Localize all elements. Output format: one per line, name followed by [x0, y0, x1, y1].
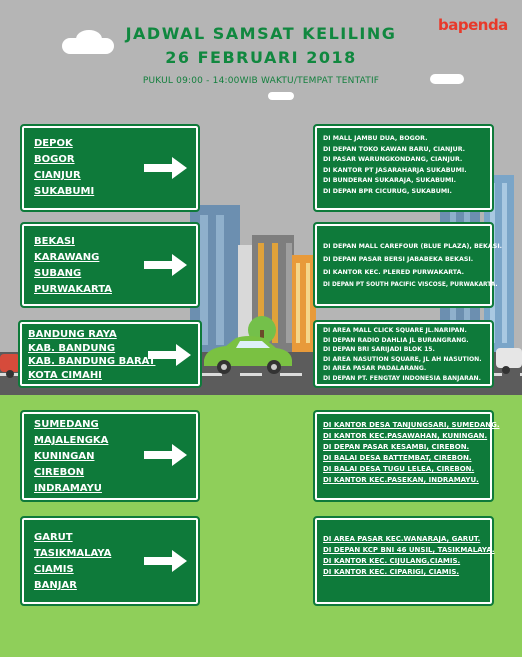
location-item: DI DEPAN BRI SARIJADI BLOK 15. [323, 346, 435, 354]
arrow-right-icon [144, 444, 187, 466]
city-name: SUKABUMI [34, 186, 95, 197]
city-name: BEKASI [34, 236, 75, 247]
arrow-right-icon [144, 157, 187, 179]
location-sign-5: DI AREA PASAR KEC.WANARAJA, GARUT. DI DE… [313, 516, 495, 606]
location-item: DI KANTOR KEC. CIPARIGI, CIAMIS. [323, 568, 460, 576]
city-name: CIAMIS [34, 564, 74, 575]
page-subtitle: PUKUL 09:00 - 14:00WIB WAKTU/TEMPAT TENT… [142, 76, 380, 86]
location-item: DI KANTOR PT JASARAHARJA SUKABUMI. [323, 166, 467, 174]
location-item: DI DEPAN PASAR BERSI JABABEKA BEKASI. [323, 256, 474, 263]
region-sign-4: SUMEDANG MAJALENGKA KUNINGAN CIREBON IND… [20, 410, 200, 502]
location-item: DI BUNDERAN SUKARAJA, SUKABUMI. [323, 177, 457, 184]
page-date: 26 FEBRUARI 2018 [165, 48, 357, 67]
location-item: DI DEPAN KCP BNI 46 UNSIL, TASIKMALAYA. [323, 546, 495, 554]
location-item: DI DEPAN BPR CICURUG, SUKABUMI. [323, 187, 452, 195]
location-list: DI AREA PASAR KEC.WANARAJA, GARUT. DI DE… [323, 534, 495, 578]
city-name: KAB. BANDUNG BARAT [28, 356, 156, 367]
region-sign-2: BEKASI KARAWANG SUBANG PURWAKARTA [20, 222, 200, 308]
cloud [268, 92, 294, 100]
city-name: BANJAR [34, 580, 77, 591]
car-icon [0, 354, 20, 378]
city-name: PURWAKARTA [34, 284, 112, 295]
city-name: SUBANG [34, 268, 82, 279]
city-list: BEKASI KARAWANG SUBANG PURWAKARTA [34, 234, 112, 298]
location-list: DI KANTOR DESA TANJUNGSARI, SUMEDANG. DI… [323, 420, 500, 486]
arrow-right-icon [148, 344, 191, 366]
city-name: KUNINGAN [34, 451, 95, 462]
city-name: KAB. BANDUNG [28, 342, 116, 354]
location-item: DI KANTOR KEC.PASEKAN, INDRAMAYU. [323, 476, 479, 484]
road-marking [0, 373, 522, 376]
location-item: DI AREA PASAR PADALARANG. [323, 365, 427, 373]
location-list: DI AREA MALL CLICK SQUARE JL.NARIPAN. DI… [323, 326, 482, 384]
location-item: DI BALAI DESA BATTEMBAT, CIREBON. [323, 454, 472, 462]
location-sign-2: DI DEPAN MALL CAREFOUR (BLUE PLAZA), BEK… [313, 222, 502, 308]
location-item: DI DEPAN PT SOUTH PACIFIC VISCOSE, PURWA… [323, 282, 498, 288]
city-name: KOTA CIMAHI [28, 369, 102, 381]
arrow-right-icon [144, 550, 187, 572]
location-item: DI DEPAN PT. FENGTAY INDONESIA BANJARAN. [323, 374, 481, 382]
location-item: DI AREA PASAR KEC.WANARAJA, GARUT. [323, 535, 481, 543]
city-name: BOGOR [34, 154, 75, 165]
cloud [76, 30, 102, 48]
location-item: DI DEPAN PASAR KESAMBI, CIREBON. [323, 443, 470, 451]
city-list: GARUT TASIKMALAYA CIAMIS BANJAR [34, 530, 111, 594]
cloud [430, 74, 464, 84]
location-sign-4: DI KANTOR DESA TANJUNGSARI, SUMEDANG. DI… [313, 410, 500, 502]
location-item: DI PASAR WARUNGKONDANG, CIANJUR. [323, 156, 463, 163]
location-item: DI AREA NASUTION SQUARE, JL AH NASUTION. [323, 355, 482, 363]
city-name: SUMEDANG [34, 419, 99, 430]
location-list: DI MALL JAMBU DUA, BOGOR. DI DEPAN TOKO … [323, 134, 467, 197]
city-list: DEPOK BOGOR CIANJUR SUKABUMI [34, 136, 94, 200]
location-item: DI KANTOR KEC. PLERED PURWAKARTA. [323, 269, 464, 276]
city-name: TASIKMALAYA [34, 548, 112, 559]
location-sign-1: DI MALL JAMBU DUA, BOGOR. DI DEPAN TOKO … [313, 124, 494, 212]
location-list: DI DEPAN MALL CAREFOUR (BLUE PLAZA), BEK… [323, 240, 502, 292]
location-item: DI DEPAN MALL CAREFOUR (BLUE PLAZA), BEK… [323, 243, 503, 250]
location-item: DI DEPAN RADIO DAHLIA JL BURANGRANG. [323, 336, 469, 344]
bapenda-logo: bapenda [438, 16, 508, 34]
region-sign-5: GARUT TASIKMALAYA CIAMIS BANJAR [20, 516, 200, 606]
region-sign-1: DEPOK BOGOR CIANJUR SUKABUMI [20, 124, 200, 212]
city-name: BANDUNG RAYA [28, 329, 117, 340]
city-name: KARAWANG [34, 252, 100, 263]
arrow-right-icon [144, 254, 187, 276]
city-name: MAJALENGKA [34, 435, 109, 446]
city-list: BANDUNG RAYA KAB. BANDUNG KAB. BANDUNG B… [28, 328, 155, 382]
location-item: DI DEPAN TOKO KAWAN BARU, CIANJUR. [323, 145, 466, 153]
city-list: SUMEDANG MAJALENGKA KUNINGAN CIREBON IND… [34, 417, 108, 497]
location-item: DI KANTOR KEC. CIJULANG,CIAMIS. [323, 557, 461, 565]
city-name: CIANJUR [34, 170, 81, 181]
city-name: CIREBON [34, 467, 85, 478]
location-item: DI KANTOR KEC.PASAWAHAN, KUNINGAN. [323, 432, 488, 440]
location-item: DI AREA MALL CLICK SQUARE JL.NARIPAN. [323, 327, 467, 334]
city-name: INDRAMAYU [34, 483, 102, 494]
city-name: GARUT [34, 532, 73, 543]
location-item: DI MALL JAMBU DUA, BOGOR. [323, 135, 428, 142]
location-item: DI BALAI DESA TUGU LELEA, CIREBON. [323, 465, 475, 473]
car-icon [204, 336, 292, 374]
region-sign-3: BANDUNG RAYA KAB. BANDUNG KAB. BANDUNG B… [18, 320, 202, 388]
city-name: DEPOK [34, 138, 73, 149]
car-icon [496, 348, 522, 374]
location-item: DI KANTOR DESA TANJUNGSARI, SUMEDANG. [323, 421, 500, 429]
page-title: JADWAL SAMSAT KELILING [125, 24, 397, 43]
location-sign-3: DI AREA MALL CLICK SQUARE JL.NARIPAN. DI… [313, 320, 494, 388]
